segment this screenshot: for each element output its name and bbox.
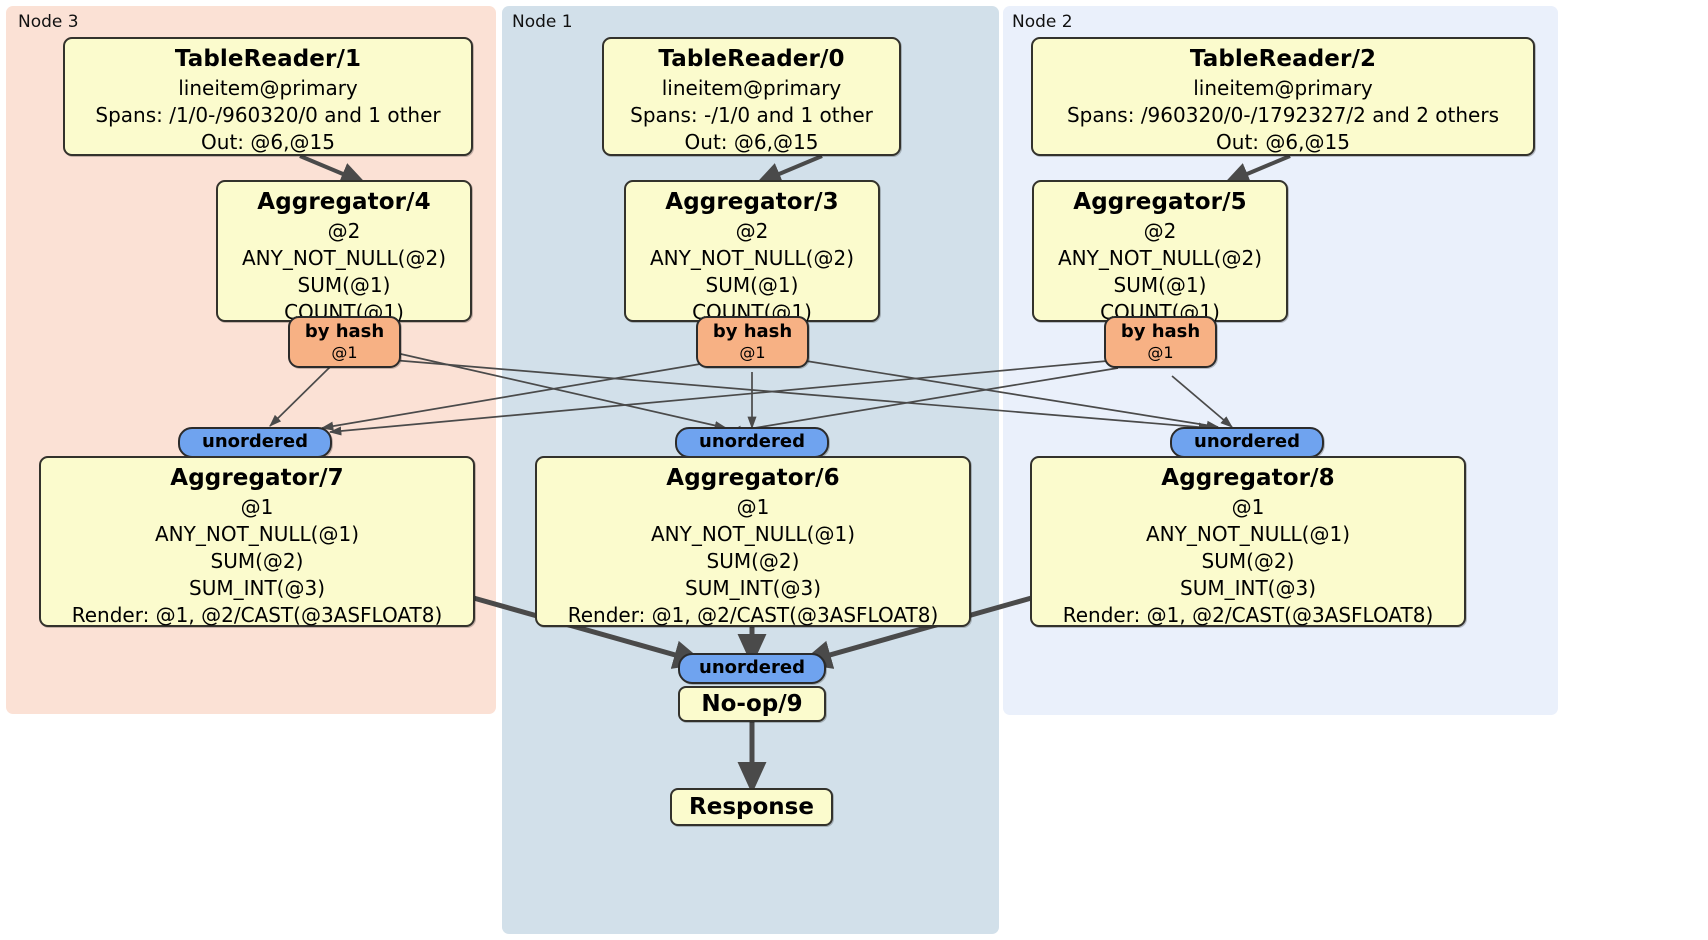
processor-title: Aggregator/4: [257, 189, 431, 215]
processor-line: SUM(@2): [210, 549, 304, 573]
processor-title: Aggregator/7: [170, 465, 344, 491]
processor-line: ANY_NOT_NULL(@1): [1146, 522, 1350, 546]
processor-aggregator-5[interactable]: Aggregator/5 @2 ANY_NOT_NULL(@2) SUM(@1)…: [1032, 180, 1288, 324]
processor-line: ANY_NOT_NULL(@2): [650, 246, 854, 270]
processor-line: @1: [1231, 495, 1265, 519]
processor-line: ANY_NOT_NULL(@2): [1058, 246, 1262, 270]
processor-line: ANY_NOT_NULL(@1): [651, 522, 855, 546]
badge-label: unordered: [202, 431, 308, 452]
processor-tablereader-0[interactable]: TableReader/0 lineitem@primary Spans: -/…: [602, 37, 901, 156]
processor-line: @1: [240, 495, 274, 519]
processor-line: Spans: -/1/0 and 1 other: [630, 103, 873, 127]
input-sync-unordered-mid[interactable]: unordered: [675, 427, 829, 458]
input-sync-unordered-final[interactable]: unordered: [678, 653, 826, 684]
processor-line: @2: [735, 219, 769, 243]
processor-aggregator-6[interactable]: Aggregator/6 @1 ANY_NOT_NULL(@1) SUM(@2)…: [535, 456, 971, 627]
processor-line: ANY_NOT_NULL(@2): [242, 246, 446, 270]
processor-line: SUM(@2): [1201, 549, 1295, 573]
node-label-node3: Node 3: [18, 12, 79, 32]
processor-title: Aggregator/5: [1073, 189, 1247, 215]
badge-label: unordered: [699, 431, 805, 452]
input-sync-unordered-right[interactable]: unordered: [1170, 427, 1324, 458]
processor-line: lineitem@primary: [178, 76, 358, 100]
processor-line: lineitem@primary: [661, 76, 842, 100]
processor-aggregator-4[interactable]: Aggregator/4 @2 ANY_NOT_NULL(@2) SUM(@1)…: [216, 180, 472, 324]
processor-line: Out: @6,@15: [1216, 130, 1350, 154]
processor-line: SUM(@1): [297, 273, 391, 297]
processor-title: Aggregator/6: [666, 465, 840, 491]
processor-response[interactable]: Response: [670, 788, 833, 826]
badge-label: by hash: [304, 321, 385, 342]
processor-title: Response: [689, 794, 814, 820]
input-sync-unordered-left[interactable]: unordered: [178, 427, 332, 458]
processor-aggregator-7[interactable]: Aggregator/7 @1 ANY_NOT_NULL(@1) SUM(@2)…: [39, 456, 475, 627]
badge-sublabel: @1: [1147, 343, 1174, 362]
processor-line: lineitem@primary: [1193, 76, 1373, 100]
processor-line: SUM_INT(@3): [685, 576, 821, 600]
badge-label: unordered: [1194, 431, 1300, 452]
processor-line: Render: @1, @2/CAST(@3ASFLOAT8): [1062, 603, 1434, 627]
processor-line: Render: @1, @2/CAST(@3ASFLOAT8): [567, 603, 939, 627]
processor-title: TableReader/1: [174, 46, 362, 72]
output-router-by-hash-mid[interactable]: by hash @1: [696, 316, 809, 368]
processor-aggregator-3[interactable]: Aggregator/3 @2 ANY_NOT_NULL(@2) SUM(@1)…: [624, 180, 880, 324]
badge-sublabel: @1: [739, 343, 766, 362]
badge-label: unordered: [699, 657, 805, 678]
node-label-node1: Node 1: [512, 12, 573, 32]
node-label-node2: Node 2: [1012, 12, 1073, 32]
processor-line: SUM_INT(@3): [1180, 576, 1316, 600]
processor-line: Render: @1, @2/CAST(@3ASFLOAT8): [71, 603, 443, 627]
processor-line: SUM(@1): [705, 273, 799, 297]
processor-line: Out: @6,@15: [684, 130, 819, 154]
output-router-by-hash-left[interactable]: by hash @1: [288, 316, 401, 368]
processor-tablereader-2[interactable]: TableReader/2 lineitem@primary Spans: /9…: [1031, 37, 1535, 156]
processor-line: @2: [327, 219, 361, 243]
badge-label: by hash: [1120, 321, 1201, 342]
badge-label: by hash: [712, 321, 793, 342]
processor-title: TableReader/2: [1189, 46, 1377, 72]
processor-line: ANY_NOT_NULL(@1): [155, 522, 359, 546]
output-router-by-hash-right[interactable]: by hash @1: [1104, 316, 1217, 368]
processor-title: No-op/9: [701, 691, 803, 717]
processor-line: Spans: /960320/0-/1792327/2 and 2 others: [1066, 103, 1499, 127]
badge-sublabel: @1: [331, 343, 358, 362]
processor-line: SUM_INT(@3): [189, 576, 325, 600]
processor-line: @2: [1143, 219, 1177, 243]
processor-title: Aggregator/8: [1161, 465, 1335, 491]
processor-title: TableReader/0: [658, 46, 845, 72]
processor-line: SUM(@2): [706, 549, 800, 573]
processor-line: Out: @6,@15: [201, 130, 335, 154]
processor-tablereader-1[interactable]: TableReader/1 lineitem@primary Spans: /1…: [63, 37, 473, 156]
processor-aggregator-8[interactable]: Aggregator/8 @1 ANY_NOT_NULL(@1) SUM(@2)…: [1030, 456, 1466, 627]
processor-title: Aggregator/3: [665, 189, 839, 215]
processor-line: @1: [736, 495, 770, 519]
processor-line: SUM(@1): [1113, 273, 1207, 297]
processor-noop-9[interactable]: No-op/9: [678, 686, 826, 722]
processor-line: Spans: /1/0-/960320/0 and 1 other: [95, 103, 441, 127]
